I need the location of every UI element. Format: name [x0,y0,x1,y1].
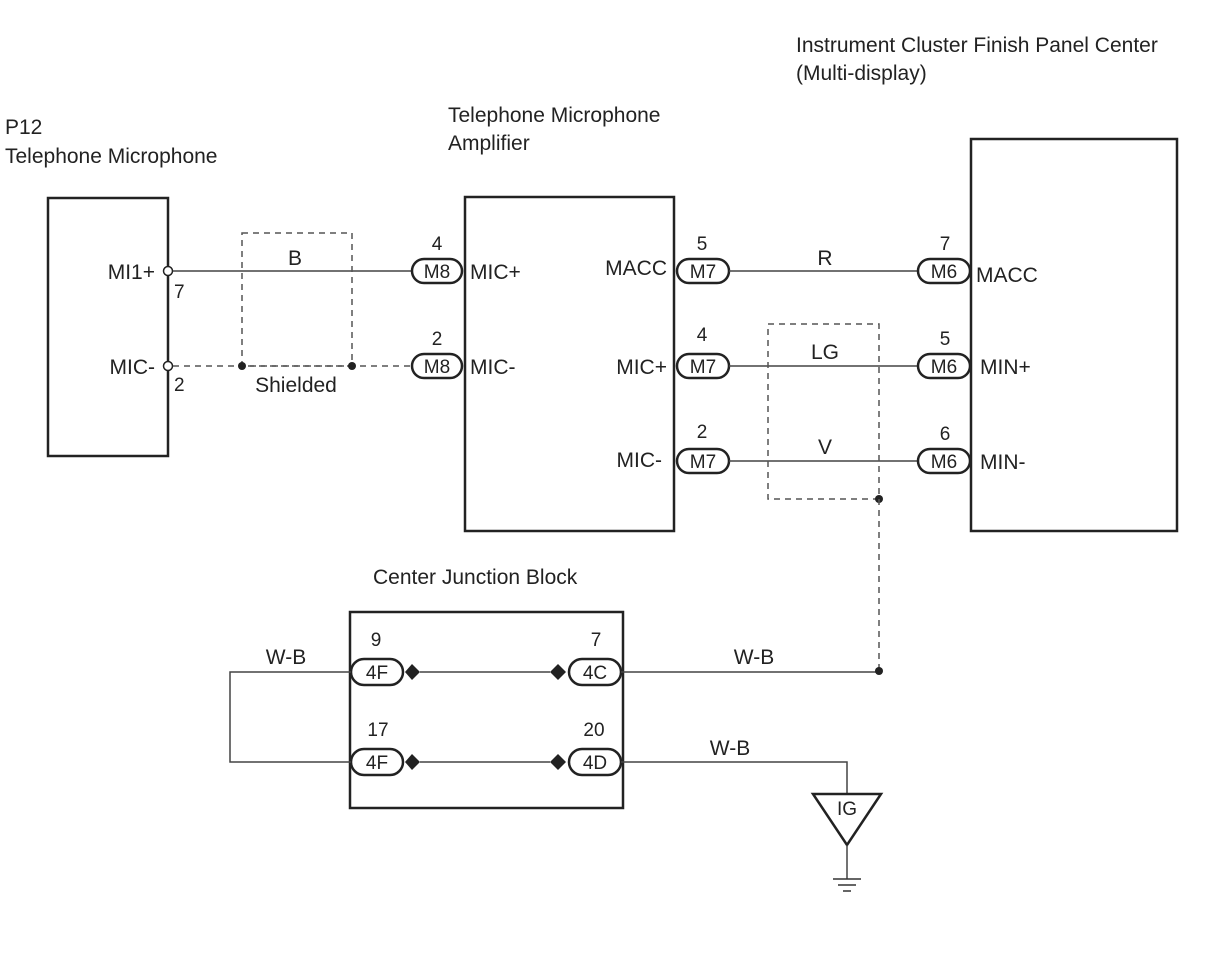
shield-box-left [241,232,353,367]
mic-pin-7-number: 7 [174,282,185,303]
connector-pin-number: 5 [697,234,708,255]
shield-label: Shielded [255,374,337,397]
amplifier-box [463,195,676,533]
amp-pin-macc-label: MACC [605,257,667,280]
connector-code: 4F [366,663,388,684]
amp-pin-out-mic-plus-label: MIC+ [616,356,667,379]
connector-code: M8 [424,262,450,283]
junction-arrow-right [550,664,566,680]
connector-code: M6 [931,357,957,378]
connector-pin-number: 20 [583,720,604,741]
junction-block-title: Center Junction Block [373,566,578,589]
ground-label: IG [837,799,857,820]
wire-jb-left-loop [229,671,351,763]
multi-display-title-line1: Instrument Cluster Finish Panel Center [796,34,1158,57]
wire-macc-color: R [817,247,832,270]
amp-pin-mic-minus-label: MIC- [470,356,516,379]
shield-junction-dot [348,362,356,370]
disp-pin-min-minus-label: MIN- [980,451,1026,474]
shield-junction-dot [238,362,246,370]
connector-pin-number: 2 [697,422,708,443]
mic-terminal-7 [162,265,174,277]
wire-mic-plus-color: B [288,247,302,270]
mic-terminal-2 [162,360,174,372]
junction-block-box [348,610,625,810]
disp-pin-min-plus-label: MIN+ [980,356,1031,379]
junction-arrow-right [550,754,566,770]
mic-pin-2-number: 2 [174,375,185,396]
connector-m6 [916,257,972,285]
connector-pin-number: 4 [697,325,708,346]
mic-pin-mi1-plus-label: MI1+ [108,261,155,284]
connector-code: M6 [931,452,957,473]
shield-box-right [767,323,880,500]
disp-pin-macc-label: MACC [976,264,1038,287]
connector-code: M6 [931,262,957,283]
connector-m6 [916,447,972,475]
connector-code: M7 [690,357,716,378]
connector-m8 [410,352,464,380]
multi-display-box [969,137,1179,533]
connector-m8 [410,257,464,285]
connector-code: 4C [583,663,607,684]
connector-m6 [916,352,972,380]
microphone-box [46,196,170,458]
amp-pin-mic-plus-label: MIC+ [470,261,521,284]
connector-code: M7 [690,262,716,283]
wire-min-plus-color: LG [811,341,839,364]
shield-ground-junction-dot [875,667,883,675]
ground-triangle-icon [810,792,884,848]
connector-pin-number: 6 [940,424,951,445]
junction-arrow-left [405,664,420,680]
connector-code: 4D [583,753,607,774]
connector-pin-number: 7 [940,234,951,255]
microphone-code: P12 [5,116,42,139]
amplifier-title-line1: Telephone Microphone [448,104,660,127]
connector-code: M8 [424,357,450,378]
wire-jb-left-color: W-B [266,646,306,669]
connector-pin-number: 5 [940,329,951,350]
amplifier-title-line2: Amplifier [448,132,530,155]
connector-pin-number: 17 [367,720,388,741]
microphone-title: Telephone Microphone [5,145,217,168]
mic-pin-mic-minus-label: MIC- [110,356,156,379]
wire-to-ground [621,761,848,794]
connector-pin-number: 9 [371,630,382,651]
wire-jb-right-color: W-B [734,646,774,669]
multi-display-title-line2: (Multi-display) [796,62,927,85]
wire-min-minus-color: V [818,436,832,459]
wire-ground-color: W-B [710,737,750,760]
connector-pin-number: 2 [432,329,443,350]
connector-pin-number: 4 [432,234,443,255]
connector-code: M7 [690,452,716,473]
connector-pin-number: 7 [591,630,602,651]
connector-code: 4F [366,753,388,774]
amp-pin-out-mic-minus-label: MIC- [617,449,663,472]
junction-arrow-left [405,754,420,770]
